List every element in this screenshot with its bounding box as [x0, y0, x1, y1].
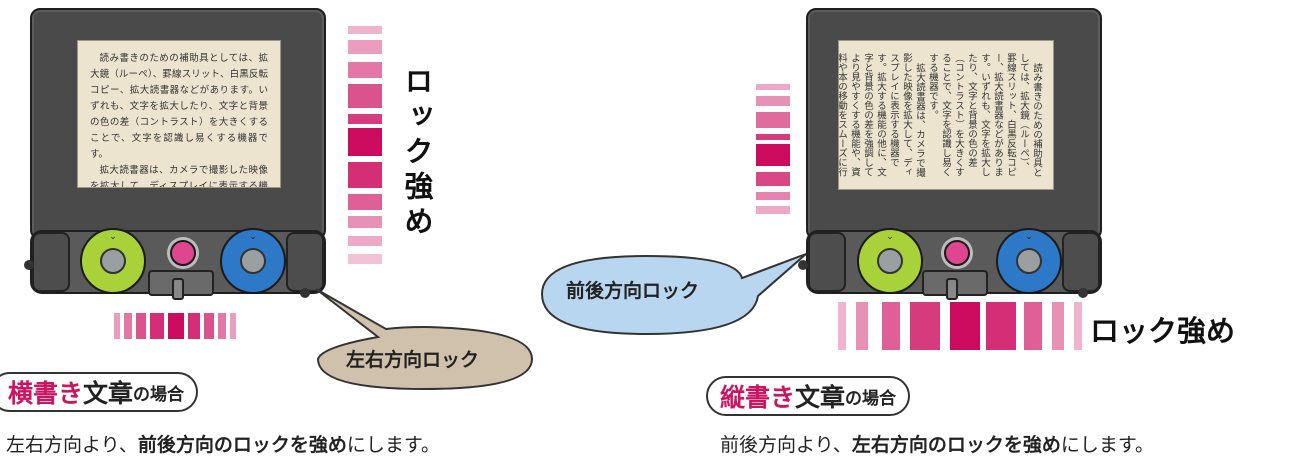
- right-hstripe: [1074, 302, 1082, 350]
- right-description: 前後方向より、左右方向のロックを強めにします。: [720, 430, 1154, 457]
- right-stripe: [756, 192, 790, 200]
- left-foot-left: [24, 260, 34, 270]
- right-slider-handle[interactable]: [946, 278, 958, 300]
- right-desc-post: にします。: [1060, 434, 1154, 456]
- left-stripe: [348, 62, 382, 78]
- left-desc-pre: 左右方向より、: [6, 434, 138, 456]
- left-screen-text: 読み書きのための補助具としては、拡大鏡（ルーペ）、罫線スリット、白黒反転コピー、…: [77, 40, 281, 188]
- left-blue-knob[interactable]: ⌄: [220, 228, 286, 294]
- left-stripe: [348, 128, 382, 156]
- left-stripe: [348, 84, 382, 108]
- left-hstripe: [114, 313, 120, 339]
- left-slider-handle[interactable]: [172, 278, 184, 300]
- right-stripe: [756, 144, 790, 166]
- left-caption-title: 横書き文章の場合: [0, 372, 199, 412]
- right-stripe: [756, 96, 790, 106]
- right-hstripe: [882, 302, 900, 350]
- left-hstripe: [136, 313, 146, 339]
- left-stripe: [348, 114, 382, 124]
- right-title-part3: の場合: [845, 388, 897, 409]
- left-stripe: [348, 236, 382, 246]
- left-balloon-label: 左右方向ロック: [346, 349, 480, 371]
- left-hstripe: [204, 313, 214, 339]
- right-screen-paragraph-2: 拡大読書器は、カメラで撮影した映像を拡大して、ディスプレイに表示する機器です。拡…: [838, 53, 925, 177]
- left-hstripe: [124, 313, 132, 339]
- right-desc-bold: 左右方向のロックを強め: [851, 434, 1061, 456]
- left-green-knob[interactable]: ⌄: [80, 228, 146, 294]
- right-desc-pre: 前後方向より、: [720, 434, 852, 456]
- left-title-part3: の場合: [133, 384, 185, 405]
- left-pink-button[interactable]: [170, 240, 196, 266]
- right-hstripe: [950, 302, 980, 350]
- right-hstripe: [1052, 302, 1064, 350]
- left-hstripe: [218, 313, 226, 339]
- right-balloon: [540, 253, 807, 336]
- right-caption-title: 縦書き文章の場合: [706, 376, 911, 416]
- right-title-part1: 縦書き: [720, 383, 796, 412]
- left-desc-bold: 前後方向のロックを強め: [137, 434, 347, 456]
- left-side-pod-right: [286, 232, 324, 292]
- left-hstripe: [150, 313, 164, 339]
- right-green-knob[interactable]: ⌄: [857, 228, 923, 294]
- left-title-part2: 文章: [83, 379, 134, 408]
- left-lock-strong-label: ロック強め: [400, 66, 434, 241]
- left-hstripe: [188, 313, 200, 339]
- right-pink-button[interactable]: [944, 240, 970, 266]
- left-stripe: [348, 26, 382, 34]
- left-hstripe: [230, 313, 236, 339]
- right-title-part2: 文章: [795, 383, 846, 412]
- left-screen-paragraph-1: 読み書きのための補助具としては、拡大鏡（ルーペ）、罫線スリット、白黒反転コピー、…: [90, 53, 268, 160]
- right-stripe: [756, 172, 790, 186]
- left-stripe: [348, 254, 382, 264]
- left-stripe: [348, 162, 382, 188]
- left-desc-post: にします。: [346, 434, 440, 456]
- left-stripe: [348, 216, 382, 228]
- right-stripe: [756, 134, 790, 140]
- left-screen-paragraph-2: 拡大読書器は、カメラで撮影した映像を拡大して、ディスプレイに表示する機器です。拡…: [90, 165, 268, 188]
- right-hstripe: [838, 302, 846, 350]
- right-stripe: [756, 84, 790, 90]
- left-title-part1: 横書き: [8, 379, 84, 408]
- right-hstripe: [910, 302, 940, 350]
- right-hstripe: [1024, 302, 1042, 350]
- left-stripe: [348, 40, 382, 54]
- right-hstripe: [856, 302, 868, 350]
- left-balloon: [315, 288, 534, 391]
- right-lock-strong-label: ロック強め: [1090, 314, 1236, 348]
- right-balloon-label: 前後方向ロック: [566, 280, 700, 302]
- left-hstripe: [168, 313, 184, 339]
- left-foot-right: [300, 288, 310, 298]
- left-side-pod-left: [32, 232, 70, 292]
- left-description: 左右方向より、前後方向のロックを強めにします。: [6, 430, 440, 457]
- right-foot-left: [798, 260, 808, 270]
- right-hstripe: [986, 302, 1016, 350]
- right-screen-text: 読み書きのための補助具としては、拡大鏡（ルーペ）、罫線スリット、白黒反転コピー、…: [838, 40, 1054, 190]
- right-blue-knob[interactable]: ⌄: [996, 228, 1062, 294]
- right-stripe: [756, 206, 790, 214]
- right-side-pod-right: [1062, 232, 1100, 292]
- right-foot-right: [1078, 288, 1088, 298]
- right-screen-paragraph-1: 読み書きのための補助具としては、拡大鏡（ルーペ）、罫線スリット、白黒反転コピー、…: [927, 53, 1042, 177]
- right-side-pod-left: [808, 232, 846, 292]
- right-stripe: [756, 112, 790, 128]
- left-stripe: [348, 194, 382, 210]
